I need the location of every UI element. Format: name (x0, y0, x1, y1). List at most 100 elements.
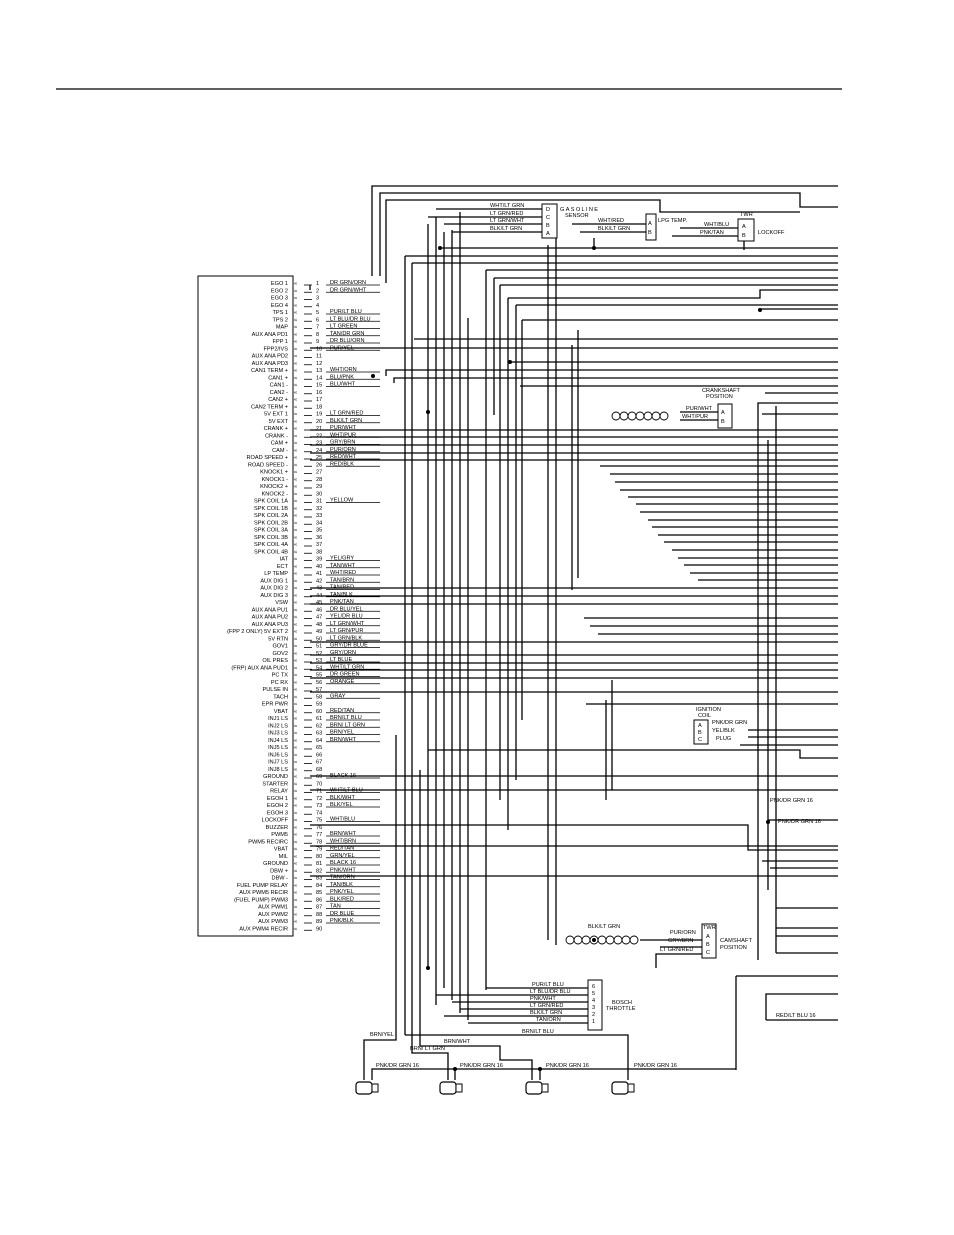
injector-power-label: PNK/DR GRN 16 (376, 1063, 419, 1069)
ecm-pin-wire: BLK/YEL (330, 802, 353, 808)
ecm-pin-number: 76 (316, 825, 322, 831)
ecm-pin-arrow: « (294, 825, 297, 831)
ecm-pin-arrow: « (294, 499, 297, 505)
vertical-wires (309, 212, 777, 1070)
throttle-pin: 5 (592, 991, 595, 997)
ecm-pin-label: CAM + (271, 441, 288, 447)
ecm-pin-label: DBW + (270, 868, 288, 874)
injector-icon (525, 1081, 543, 1095)
camshaft-pin: A (706, 934, 710, 940)
ecm-pin-label: CAN1 + (268, 375, 288, 381)
ecm-pin-arrow: « (294, 644, 297, 650)
injector-feed-label: BRN/YEL (370, 1032, 394, 1038)
ecm-pin-number: 12 (316, 361, 322, 367)
ecm-pin-arrow: « (294, 789, 297, 795)
camshaft-tag: TWR (703, 925, 716, 931)
gasoline-sensor-pin: C (546, 215, 550, 221)
injector-icon (355, 1081, 373, 1095)
ecm-pin-number: 85 (316, 890, 322, 896)
ecm-pin-number: 13 (316, 368, 322, 374)
injector-nozzle-icon (371, 1083, 379, 1093)
ecm-pin-label: LP TEMP (264, 571, 288, 577)
ecm-pin-arrow: « (294, 310, 297, 316)
ecm-pin-number: 90 (316, 926, 322, 932)
ecm-pin-arrow: « (294, 593, 297, 599)
ecm-pin-arrow: « (294, 629, 297, 635)
ecm-pin-number: 35 (316, 528, 322, 534)
ecm-pin-arrow: « (294, 288, 297, 294)
ecm-pin-arrow: « (294, 723, 297, 729)
ecm-pin-number: 18 (316, 404, 322, 410)
ecm-pin-wire: BLACK 16 (330, 860, 356, 866)
crankshaft-pin: A (721, 410, 725, 416)
lockoff-valve: A B TWR LOCKOFF WHT/BLU PNK/TAN (672, 212, 785, 242)
crankshaft-title: POSITION (706, 394, 733, 400)
ecm-pin-label: AUX PWM1 (258, 905, 288, 911)
ecm-pin-arrow: « (294, 332, 297, 338)
ecm-pin-number: 78 (316, 839, 322, 845)
ecm-pin-wire: ORANGE (330, 679, 355, 685)
ecm-pin-number: 34 (316, 520, 322, 526)
ecm-pin-wire: PUR/ORN (330, 447, 356, 453)
ecm-pin-label: VSW (275, 600, 288, 606)
camshaft-sensor: TWR A B C CAMSHAFT POSITION PUR/ORN GRY/… (565, 923, 753, 968)
ecm-pin-label: SPK COIL 2A (254, 513, 288, 519)
ecm-pin-number: 45 (316, 600, 322, 606)
gasoline-sensor-title: GASOLINE (560, 207, 598, 213)
ecm-pin-wire: TAN/DR GRN (330, 331, 364, 337)
ecm-pin-label: AUX PWM3 (258, 919, 288, 925)
ecm-pin-arrow: « (294, 912, 297, 918)
ecm-pin-wire: PNK/TAN (330, 599, 354, 605)
ecm-pin-number: 75 (316, 818, 322, 824)
ecm-pin-number: 5 (316, 310, 319, 316)
injector-feed-label: BRN/ LT GRN (410, 1046, 445, 1052)
ecm-pin-arrow: « (294, 339, 297, 345)
ecm-pin-arrow: « (294, 462, 297, 468)
ecm-pin-label: AUX ANA PD2 (252, 354, 288, 360)
ecm-pin-arrow: « (294, 716, 297, 722)
ecm-pin-arrow: « (294, 528, 297, 534)
ecm-pin-label: TPS 2 (272, 317, 288, 323)
ecm-pin-arrow: « (294, 803, 297, 809)
ecm-pin-label: SPK COIL 1B (254, 506, 288, 512)
ecm-pin-wire: WHT/PUR (330, 432, 356, 438)
throttle-wire: LT BLU/DR BLU (530, 989, 571, 995)
ecm-pin-label: INJ6 LS (268, 752, 288, 758)
ecm-pin-wire: WHT/BRN (330, 838, 356, 844)
ecm-pin-label: (FUEL PUMP) PWM3 (234, 897, 288, 903)
shield-loop (643, 411, 653, 421)
throttle-title: THROTTLE (606, 1006, 636, 1012)
ecm-pin-wire: YELLOW (330, 498, 354, 504)
ecm-pin-number: 54 (316, 665, 322, 671)
ecm-pin-wire: DR GRN/ORN (330, 280, 366, 286)
ecm-pin-number: 73 (316, 803, 322, 809)
injector-nozzle-icon (455, 1083, 463, 1093)
shield-loop (565, 935, 575, 945)
ecm-pin-wire: GRY/BRN (330, 440, 355, 446)
ecm-pin-arrow: « (294, 702, 297, 708)
ecm-pin-number: 55 (316, 673, 322, 679)
ecm-pin-number: 57 (316, 687, 322, 693)
ecm-pin-label: EGO 4 (271, 303, 288, 309)
ecm-pin-label: FPP 1 (273, 339, 288, 345)
ecm-pin-number: 53 (316, 658, 322, 664)
ignition-coil-pin: B (698, 730, 702, 736)
ecm-pin-label: PWM5 (271, 832, 288, 838)
ignition-coil-pin: A (698, 723, 702, 729)
ecm-pin-wire: LT BLUE (330, 657, 352, 663)
ecm-pin-wire: DR BLU/YEL (330, 606, 363, 612)
ecm-pin-label: AUX ANA PU3 (252, 622, 288, 628)
ecm-pin-label: CAM - (272, 448, 288, 454)
ecm-pin-label: CRANK - (265, 433, 288, 439)
ecm-pin-number: 83 (316, 876, 322, 882)
camshaft-pin: B (706, 942, 710, 948)
ecm-pin-number: 17 (316, 397, 322, 403)
ecm-pin-number: 38 (316, 549, 322, 555)
shield-loop (659, 411, 669, 421)
ecm-pin-label: AUX ANA PU2 (252, 615, 288, 621)
ecm-pin-number: 42 (316, 578, 322, 584)
ecm-pin-label: EGOH 3 (267, 810, 288, 816)
ecm-pin-number: 86 (316, 897, 322, 903)
ecm-pin-number: 36 (316, 535, 322, 541)
ecm-pin-wire: BLU/WHT (330, 382, 356, 388)
